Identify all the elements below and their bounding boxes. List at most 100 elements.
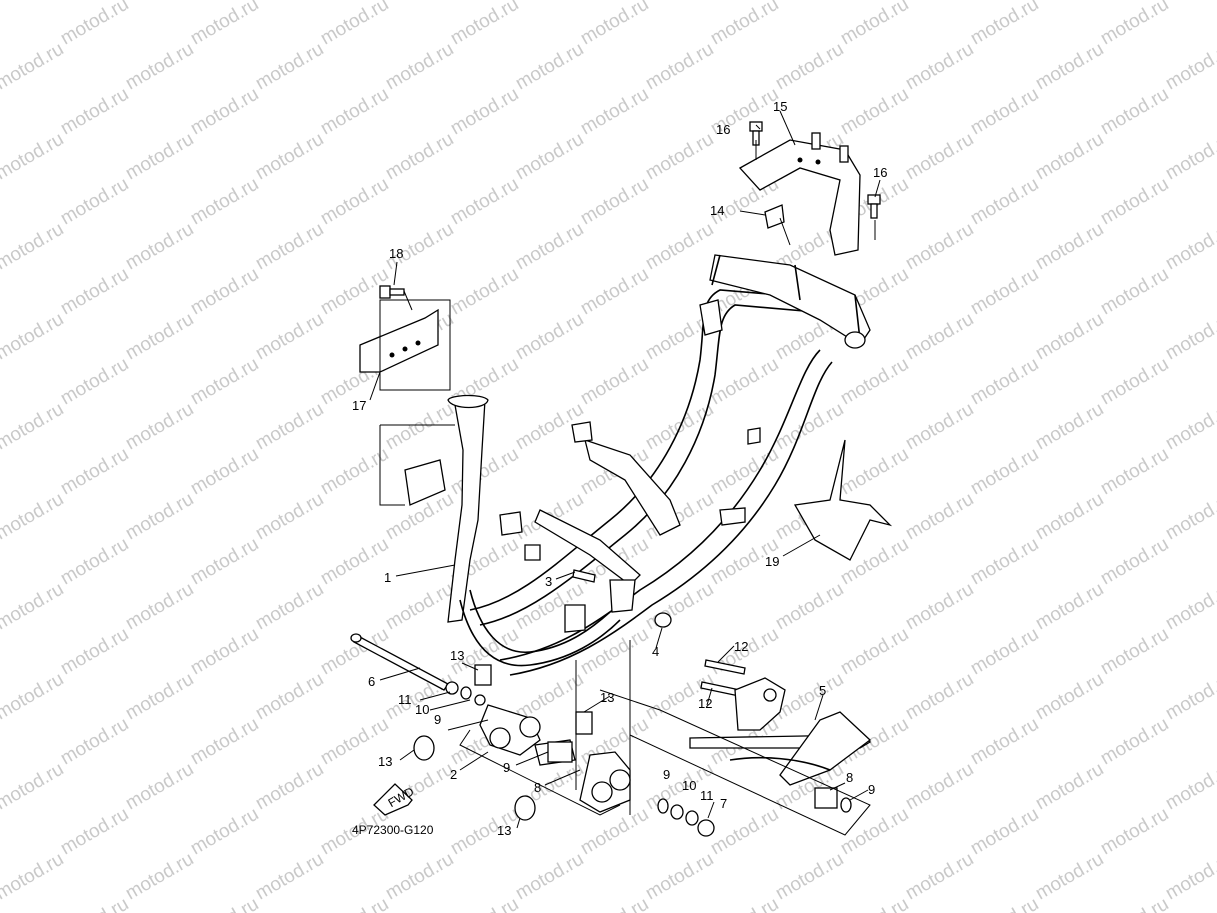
watermark-text: motod.ru bbox=[187, 624, 262, 680]
rubber-13a bbox=[413, 735, 435, 761]
watermark-text: motod.ru bbox=[447, 894, 522, 913]
watermark-text: motod.ru bbox=[1162, 129, 1217, 185]
callout-5: 5 bbox=[819, 683, 826, 698]
part-code: 4P72300-G120 bbox=[352, 823, 434, 837]
collar-8a bbox=[547, 741, 573, 763]
callouts: 1 2 3 4 5 6 7 8 8 9 9 9 9 10 10 11 11 12… bbox=[352, 99, 887, 838]
watermark-text: motod.ru bbox=[967, 84, 1042, 140]
watermark-text: motod.ru bbox=[967, 534, 1042, 590]
watermark-text: motod.ru bbox=[1032, 39, 1107, 95]
watermark-text: motod.ru bbox=[382, 399, 457, 455]
watermark-text: motod.ru bbox=[512, 309, 587, 365]
bracket-17 bbox=[359, 299, 451, 391]
watermark-text: motod.ru bbox=[1097, 804, 1172, 860]
watermark-text: motod.ru bbox=[902, 129, 977, 185]
watermark-text: motod.ru bbox=[122, 39, 197, 95]
watermark-text: motod.ru bbox=[1032, 129, 1107, 185]
watermark-text: motod.ru bbox=[187, 714, 262, 770]
watermark-text: motod.ru bbox=[902, 759, 977, 815]
watermark-text: motod.ru bbox=[512, 39, 587, 95]
leader-lines bbox=[369, 110, 881, 829]
watermark-text: motod.ru bbox=[0, 219, 67, 275]
rear-bracket-15 bbox=[738, 132, 861, 256]
right-washers bbox=[657, 798, 715, 837]
watermark-text: motod.ru bbox=[447, 84, 522, 140]
watermark-text: motod.ru bbox=[1097, 894, 1172, 913]
bolt-18 bbox=[379, 285, 405, 299]
callout-12b: 12 bbox=[698, 696, 712, 711]
callout-16b: 16 bbox=[873, 165, 887, 180]
watermark-text: motod.ru bbox=[0, 849, 67, 905]
watermark-text: motod.ru bbox=[967, 0, 1042, 49]
watermark-text: motod.ru bbox=[1032, 219, 1107, 275]
watermark-text: motod.ru bbox=[252, 399, 327, 455]
watermark-text: motod.ru bbox=[707, 894, 782, 913]
head-bracket-group bbox=[379, 424, 455, 506]
watermark-text: motod.ru bbox=[837, 84, 912, 140]
link-bracket bbox=[734, 677, 786, 731]
watermark-text: motod.ru bbox=[577, 354, 652, 410]
watermark-text: motod.ru bbox=[57, 894, 132, 913]
watermark-text: motod.ru bbox=[317, 534, 392, 590]
watermark-text: motod.ru bbox=[1032, 309, 1107, 365]
watermark-text: motod.ru bbox=[577, 894, 652, 913]
callout-17: 17 bbox=[352, 398, 366, 413]
watermark-text: motod.ru bbox=[837, 444, 912, 500]
watermark-text: motod.ru bbox=[902, 399, 977, 455]
callout-8c: 8 bbox=[846, 770, 853, 785]
watermark-text: motod.ru bbox=[577, 804, 652, 860]
watermark-text: motod.ru bbox=[0, 129, 67, 185]
watermark-text: motod.ru bbox=[837, 894, 912, 913]
watermark-text: motod.ru bbox=[1162, 669, 1217, 725]
watermark-text: motod.ru bbox=[382, 579, 457, 635]
watermark-text: motod.ru bbox=[902, 39, 977, 95]
callout-3: 3 bbox=[545, 574, 552, 589]
watermark-text: motod.ru bbox=[1162, 759, 1217, 815]
watermark-text: motod.ru bbox=[772, 0, 847, 4]
watermark-text: motod.ru bbox=[317, 0, 392, 49]
bolt-3 bbox=[572, 569, 596, 583]
watermark-text: motod.ru bbox=[187, 444, 262, 500]
watermark-text: motod.ru bbox=[1097, 714, 1172, 770]
clip-14 bbox=[764, 204, 785, 229]
watermark-text: motod.ru bbox=[0, 489, 67, 545]
watermark-text: motod.ru bbox=[967, 804, 1042, 860]
callout-13a: 13 bbox=[450, 648, 464, 663]
watermark-text: motod.ru bbox=[57, 0, 132, 49]
watermark-text: motod.ru bbox=[1097, 0, 1172, 49]
callout-18: 18 bbox=[389, 246, 403, 261]
callout-7: 7 bbox=[720, 796, 727, 811]
watermark-text: motod.ru bbox=[447, 174, 522, 230]
callout-19: 19 bbox=[765, 554, 779, 569]
watermark-text: motod.ru bbox=[57, 624, 132, 680]
watermark-text: motod.ru bbox=[0, 0, 2, 49]
watermark-text: motod.ru bbox=[122, 669, 197, 725]
watermark-text: motod.ru bbox=[1032, 849, 1107, 905]
watermark-text: motod.ru bbox=[187, 174, 262, 230]
callout-13d: 13 bbox=[497, 823, 511, 838]
watermark-text: motod.ru bbox=[187, 0, 262, 49]
watermark-text: motod.ru bbox=[57, 84, 132, 140]
watermark-text: motod.ru bbox=[187, 804, 262, 860]
watermark-text: motod.ru bbox=[0, 39, 67, 95]
callout-4: 4 bbox=[652, 644, 659, 659]
collar-8b bbox=[814, 787, 838, 809]
callout-13c: 13 bbox=[378, 754, 392, 769]
watermark-text: motod.ru bbox=[707, 354, 782, 410]
callout-15: 15 bbox=[773, 99, 787, 114]
watermark-text: motod.ru bbox=[122, 759, 197, 815]
watermark-text: motod.ru bbox=[642, 129, 717, 185]
watermark-text: motod.ru bbox=[0, 579, 67, 635]
watermark-text: motod.ru bbox=[512, 849, 587, 905]
watermark-text: motod.ru bbox=[447, 444, 522, 500]
left-washers bbox=[445, 664, 492, 706]
callout-1: 1 bbox=[384, 570, 391, 585]
watermark-text: motod.ru bbox=[122, 399, 197, 455]
watermark-text: motod.ru bbox=[967, 714, 1042, 770]
watermark-text: motod.ru bbox=[317, 174, 392, 230]
watermark-text: motod.ru bbox=[0, 399, 67, 455]
washer-9d bbox=[840, 797, 852, 813]
watermark-text: motod.ru bbox=[57, 714, 132, 770]
watermark-text: motod.ru bbox=[837, 0, 912, 49]
